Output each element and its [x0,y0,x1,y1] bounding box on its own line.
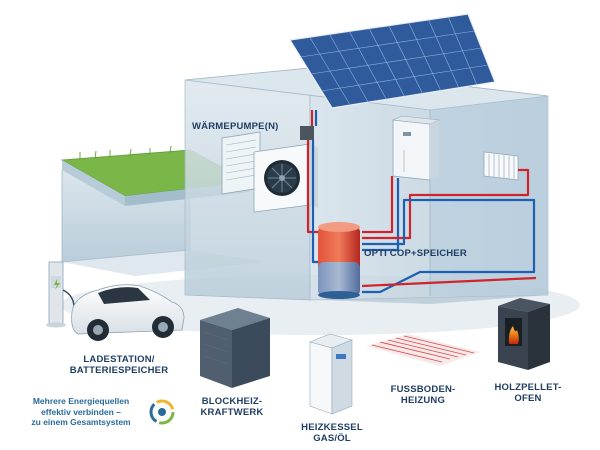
charging-station [46,261,75,328]
tagline: Mehrere Energiequellen effektiv verbinde… [6,396,156,428]
radiator [483,151,519,181]
pellet-label: HOLZPELLET-OFEN [494,382,562,404]
solar-panel [289,13,496,109]
tagline-line: effektiv verbinden – [41,406,121,417]
pellet-stove [498,298,550,370]
tagline-line: Mehrere Energiequellen [32,396,130,406]
heat-pump-units [221,131,318,213]
circular-energy-logo-icon [149,399,175,425]
junction-box [300,126,314,140]
inverter-unit [391,115,441,181]
storage-label: OPTI COP+SPEICHER [364,248,467,259]
chp-label: BLOCKHEIZ-KRAFTWERK [200,396,264,418]
tagline-line: zu einem Gesamtsystem [31,417,131,427]
heatpump-label: WÄRMEPUMPE(N) [192,121,279,132]
chp-unit [200,308,270,388]
charging-label: LADESTATION/BATTERIESPEICHER [69,354,169,376]
gas-boiler [309,333,353,415]
storage-tank [318,222,360,299]
pipes [306,110,537,294]
underfloor-heating [366,334,480,366]
electric-car [71,284,185,341]
floor-label: FUSSBODEN-HEIZUNG [390,384,456,406]
